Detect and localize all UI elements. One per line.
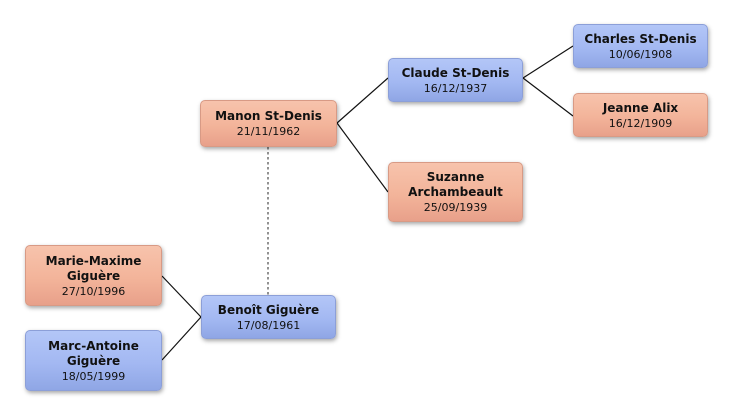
link-manon-claude xyxy=(336,77,389,124)
link-marcantoine-benoit xyxy=(161,316,202,361)
link-manon-suzanne xyxy=(336,122,389,193)
person-card-benoit-giguere[interactable]: Benoît Giguère 17/08/1961 xyxy=(201,295,336,339)
person-card-marie-maxime-giguere[interactable]: Marie-Maxime Giguère 27/10/1996 xyxy=(25,245,162,306)
person-birth-date: 18/05/1999 xyxy=(61,369,126,383)
person-birth-date: 27/10/1996 xyxy=(61,284,126,298)
person-birth-date: 16/12/1937 xyxy=(423,81,488,95)
person-card-jeanne-alix[interactable]: Jeanne Alix 16/12/1909 xyxy=(573,93,708,137)
person-card-charles-st-denis[interactable]: Charles St-Denis 10/06/1908 xyxy=(573,24,708,68)
person-birth-date: 17/08/1961 xyxy=(236,318,301,332)
person-name: Claude St-Denis xyxy=(401,65,510,80)
person-birth-date: 16/12/1909 xyxy=(608,116,673,130)
person-birth-date: 25/09/1939 xyxy=(423,201,488,214)
link-claude-jeanne xyxy=(522,77,574,117)
person-birth-date: 10/06/1908 xyxy=(608,47,673,61)
person-name: Jeanne Alix xyxy=(602,100,679,115)
person-name: Suzanne Archambeault xyxy=(408,170,503,199)
person-name: Marie-Maxime Giguère xyxy=(45,253,142,283)
person-card-claude-st-denis[interactable]: Claude St-Denis 16/12/1937 xyxy=(388,58,523,102)
person-card-suzanne-archambeault[interactable]: Suzanne Archambeault 25/09/1939 xyxy=(388,162,523,222)
person-card-manon-st-denis[interactable]: Manon St-Denis 21/11/1962 xyxy=(200,100,337,147)
person-name: Marc-Antoine Giguère xyxy=(48,338,139,368)
person-birth-date: 21/11/1962 xyxy=(236,125,301,138)
person-name: Charles St-Denis xyxy=(584,31,697,46)
person-card-marc-antoine-giguere[interactable]: Marc-Antoine Giguère 18/05/1999 xyxy=(25,330,162,391)
person-name: Manon St-Denis xyxy=(215,109,322,123)
link-mariemaxime-benoit xyxy=(161,275,202,318)
link-claude-charles xyxy=(522,45,574,79)
person-name: Benoît Giguère xyxy=(217,302,320,317)
